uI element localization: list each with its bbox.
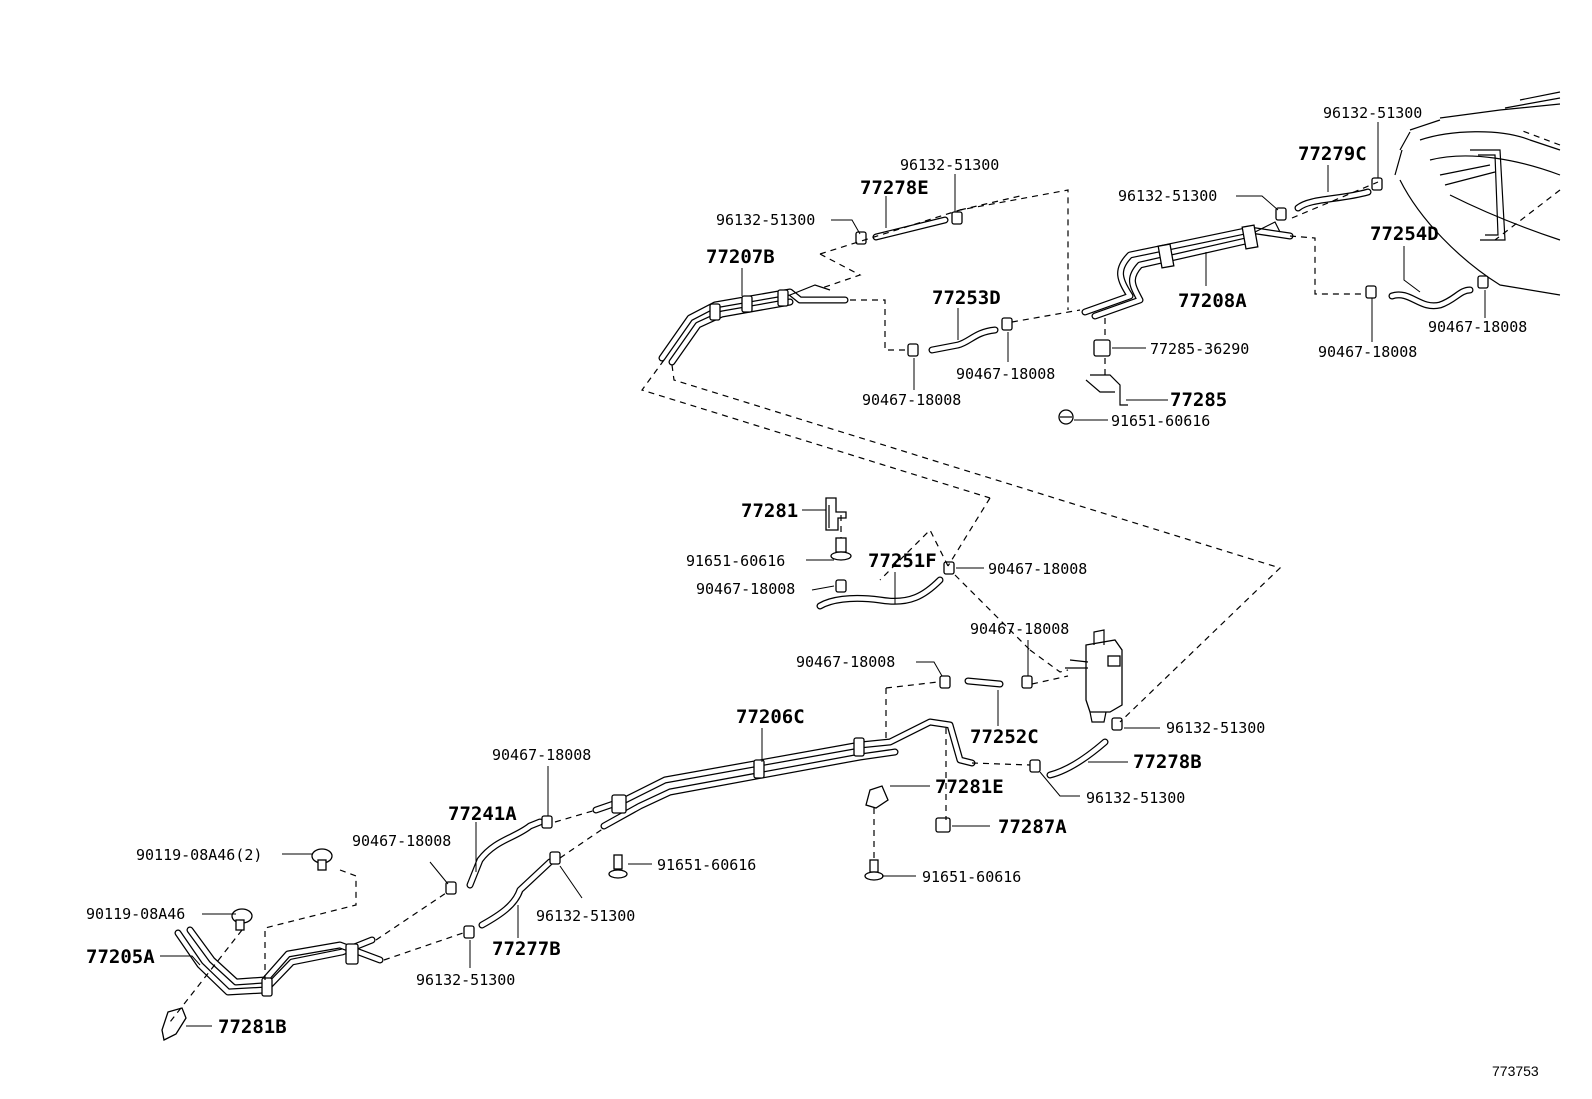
tube-77205A <box>174 926 384 997</box>
hose-77251F <box>816 561 955 610</box>
label-77278E: 77278E <box>860 177 929 199</box>
label-96132-51300: 96132-51300 <box>536 907 635 925</box>
hose-77241A <box>445 815 553 895</box>
bolt-icon <box>608 854 628 879</box>
label-90467-18008: 90467-18008 <box>492 746 591 764</box>
bracket-77281 <box>825 497 847 531</box>
label-77254D: 77254D <box>1370 223 1439 245</box>
label-91651-60616: 91651-60616 <box>922 868 1021 886</box>
assembly-dashed-lines <box>169 181 1379 1023</box>
charcoal-canister <box>1065 629 1123 723</box>
clip-icon <box>1275 177 1489 299</box>
fuel-tank-outline <box>1394 91 1561 296</box>
label-77278B: 77278B <box>1133 751 1202 773</box>
label-77253D: 77253D <box>932 287 1001 309</box>
clamp-77285-36290 <box>1058 339 1128 425</box>
bolt-icon <box>231 848 333 931</box>
label-90467-18008: 90467-18008 <box>1428 318 1527 336</box>
label-96132-51300: 96132-51300 <box>716 211 815 229</box>
tube-77208A <box>1081 221 1294 320</box>
label-90119-08A46: 90119-08A46 <box>86 905 185 923</box>
label-77281: 77281 <box>741 500 798 522</box>
bolt-icon <box>864 859 884 881</box>
label-90467-18008: 90467-18008 <box>956 365 1055 383</box>
label-96132-51300: 96132-51300 <box>900 156 999 174</box>
label-90119-08A46-2: 90119-08A46(2) <box>136 846 262 864</box>
label-77281B: 77281B <box>218 1016 287 1038</box>
label-91651-60616: 91651-60616 <box>1111 412 1210 430</box>
label-96132-51300: 96132-51300 <box>1166 719 1265 737</box>
label-77285: 77285 <box>1170 389 1227 411</box>
hose-77252C <box>939 675 1033 689</box>
label-96132-51300: 96132-51300 <box>1086 789 1185 807</box>
label-96132-51300: 96132-51300 <box>416 971 515 989</box>
hose-77277B <box>463 851 561 939</box>
leader-lines <box>160 122 1486 1027</box>
bracket-77281B <box>161 1007 187 1041</box>
diagram-figure-number: 773753 <box>1492 1063 1539 1079</box>
tube-77207B <box>658 284 849 366</box>
label-91651-60616: 91651-60616 <box>657 856 756 874</box>
label-77281E: 77281E <box>935 776 1004 798</box>
label-77205A: 77205A <box>86 946 155 968</box>
hose-77254D <box>1388 286 1474 310</box>
hose-77253D <box>907 317 1013 357</box>
label-77251F: 77251F <box>868 550 937 572</box>
label-77252C: 77252C <box>970 726 1039 748</box>
clamp-77287A <box>935 817 951 833</box>
label-77241A: 77241A <box>448 803 517 825</box>
label-96132-51300: 96132-51300 <box>1118 187 1217 205</box>
label-77285-36290: 77285-36290 <box>1150 340 1249 358</box>
bolt-icon <box>830 537 852 561</box>
label-90467-18008: 90467-18008 <box>352 832 451 850</box>
label-77277B: 77277B <box>492 938 561 960</box>
tube-77206C <box>592 718 976 830</box>
label-77287A: 77287A <box>998 816 1067 838</box>
bracket-77281E <box>865 785 889 809</box>
label-90467-18008: 90467-18008 <box>696 580 795 598</box>
hose-77278E <box>855 211 963 245</box>
label-96132-51300: 96132-51300 <box>1323 104 1422 122</box>
label-77279C: 77279C <box>1298 143 1367 165</box>
label-77206C: 77206C <box>736 706 805 728</box>
label-90467-18008: 90467-18008 <box>862 391 961 409</box>
label-90467-18008: 90467-18008 <box>970 620 1069 638</box>
label-90467-18008: 90467-18008 <box>796 653 895 671</box>
label-90467-18008: 90467-18008 <box>1318 343 1417 361</box>
label-77208A: 77208A <box>1178 290 1247 312</box>
label-77207B: 77207B <box>706 246 775 268</box>
part-labels: 96132-51300 77279C 96132-51300 77278E 96… <box>86 104 1539 1079</box>
label-91651-60616: 91651-60616 <box>686 552 785 570</box>
hose-77279C <box>1294 188 1372 212</box>
hose-77278B <box>1029 717 1123 779</box>
label-90467-18008: 90467-18008 <box>988 560 1087 578</box>
